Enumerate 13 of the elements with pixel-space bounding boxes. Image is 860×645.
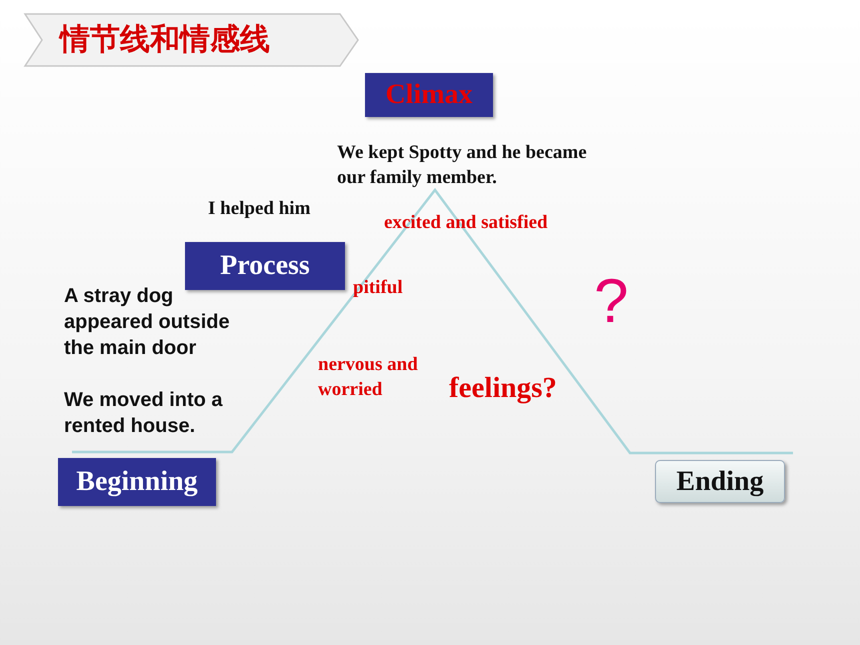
climax-box: Climax [365,73,493,117]
feeling-text: excited and satisfied [384,211,549,235]
process-box: Process [185,242,345,290]
story-text: I helped him [208,197,312,221]
feeling-text: pitiful [353,276,404,300]
title: 情节线和情感线 [60,21,270,59]
question-mark: ? [594,266,630,338]
beginning-box: Beginning [58,458,216,506]
ending-box: Ending [655,460,785,503]
feeling-text: nervous and worried [318,353,419,402]
story-text: We kept Spotty and he became our family member. [337,141,588,190]
feeling-text: feelings? [449,371,558,406]
story-text: We moved into a rented house. [64,388,224,439]
